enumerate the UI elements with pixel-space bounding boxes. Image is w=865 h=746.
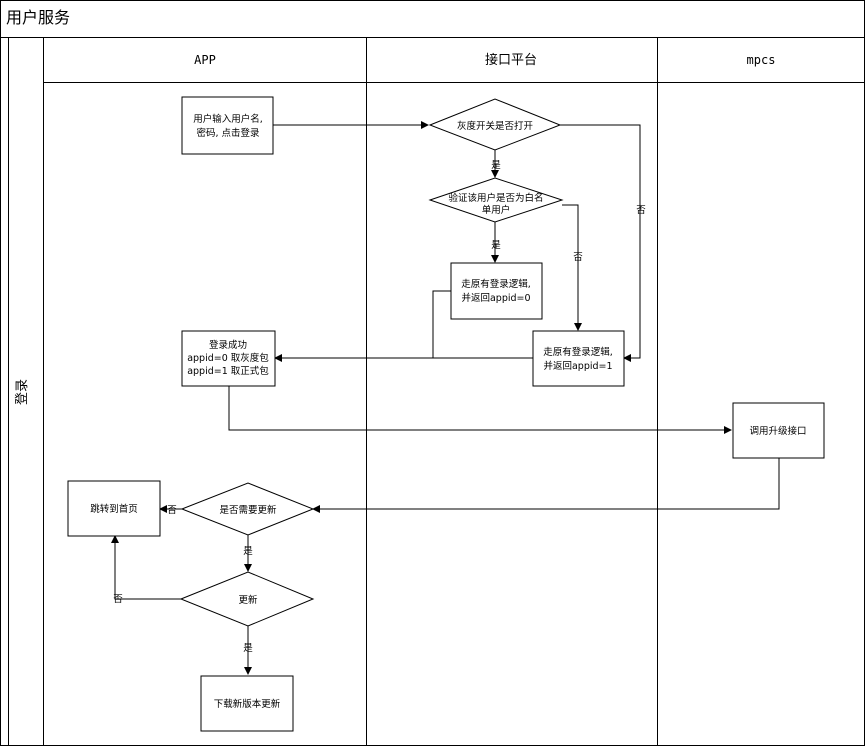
edge-whitelist-no (562, 204, 582, 331)
node-legacy-login-appid-1-line-2: 并返回appid=1 (543, 360, 612, 372)
edges (111, 121, 780, 675)
node-need-update-label: 是否需要更新 (219, 504, 277, 516)
node-call-upgrade: 调用升级接口 (732, 402, 825, 459)
node-download-update-label: 下载新版本更新 (214, 698, 281, 710)
node-download-update: 下载新版本更新 (200, 675, 294, 732)
lane-header-app: APP (194, 53, 216, 67)
node-legacy-login-appid-0-line-1: 走原有登录逻辑, (461, 278, 531, 290)
node-gray-switch: 灰度开关是否打开 (428, 98, 562, 151)
edge-label-whitelist-no: 否 (573, 252, 583, 263)
node-gray-switch-label: 灰度开关是否打开 (457, 120, 534, 132)
node-goto-home: 跳转到首页 (67, 480, 161, 537)
node-legacy-login-appid-1: 走原有登录逻辑, 并返回appid=1 (532, 330, 625, 387)
node-need-update: 是否需要更新 (180, 482, 315, 536)
node-input-login-line-1: 用户输入用户名, (193, 113, 263, 125)
edge-label-whitelist-yes: 是 (491, 240, 501, 251)
edge-label-gray-switch-no: 否 (636, 205, 646, 216)
node-goto-home-label: 跳转到首页 (90, 503, 138, 515)
edge-update-no (111, 535, 181, 600)
lane-header-interface-platform: 接口平台 (485, 52, 537, 68)
edge-label-need-update-no: 否 (167, 505, 177, 516)
node-update: 更新 (179, 571, 315, 627)
node-whitelist-check: 验证该用户是否为白名 单用户 (428, 177, 564, 223)
node-login-success-line-1: 登录成功 (209, 339, 247, 351)
edge-label-update-yes: 是 (243, 643, 253, 654)
edge-success-to-upgrade (228, 386, 732, 434)
edge-gray-switch-no (560, 124, 641, 362)
node-whitelist-check-line-1: 验证该用户是否为白名 (448, 192, 543, 204)
lane-header-mpcs: mpcs (747, 53, 776, 67)
edge-upgrade-to-need-update (312, 458, 780, 513)
edge-label-gray-switch-yes: 是 (491, 160, 501, 171)
node-input-login: 用户输入用户名, 密码, 点击登录 (181, 96, 274, 155)
edge-legacy0-to-success (274, 290, 451, 362)
node-whitelist-check-line-2: 单用户 (482, 204, 511, 216)
diagram-title: 用户服务 (6, 8, 70, 27)
node-legacy-login-appid-0-line-2: 并返回appid=0 (461, 292, 530, 304)
edge-label-update-no: 否 (113, 594, 123, 605)
phase-label: 登录 (15, 379, 30, 405)
node-input-login-line-2: 密码, 点击登录 (196, 127, 260, 139)
node-update-label: 更新 (238, 594, 258, 606)
edge-labels: 是 否 是 否 否 是 否 是 (113, 160, 646, 654)
node-login-success-line-2: appid=0 取灰度包 (187, 352, 269, 364)
node-login-success: 登录成功 appid=0 取灰度包 appid=1 取正式包 (181, 330, 276, 387)
edge-label-need-update-yes: 是 (243, 546, 253, 557)
node-legacy-login-appid-1-line-1: 走原有登录逻辑, (543, 346, 613, 358)
node-call-upgrade-label: 调用升级接口 (749, 425, 806, 437)
node-legacy-login-appid-0: 走原有登录逻辑, 并返回appid=0 (450, 262, 543, 320)
node-login-success-line-3: appid=1 取正式包 (187, 365, 269, 377)
